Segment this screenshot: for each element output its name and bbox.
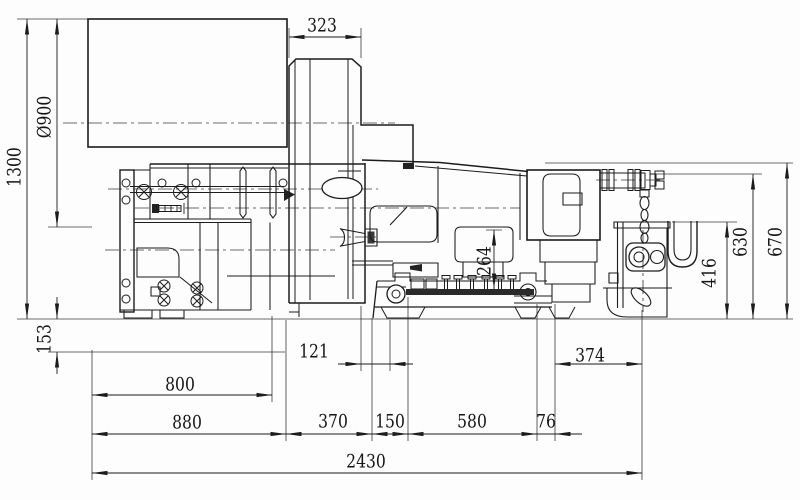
tailstock [514, 169, 601, 304]
dim-label-580: 580 [457, 410, 487, 433]
dim-label-670: 670 [764, 227, 787, 257]
lifting-hook [667, 221, 698, 268]
main-housing [87, 18, 288, 148]
headstock [119, 163, 365, 319]
dim-label-153: 153 [33, 324, 56, 354]
dim-label-121: 121 [299, 340, 329, 363]
dim-label-630: 630 [729, 227, 752, 257]
dim-label-264: 264 [473, 246, 496, 276]
dim-label-370: 370 [318, 410, 348, 433]
dim-label-880: 880 [172, 411, 202, 434]
bed-rails [372, 264, 576, 319]
machine [87, 18, 698, 319]
dim-label-900: Ø900 [33, 95, 56, 139]
dim-label-323: 323 [307, 14, 337, 37]
dimension-lines [24, 18, 790, 476]
dim-label-150: 150 [375, 410, 405, 433]
dim-label-800: 800 [165, 373, 195, 396]
beam-carriage [352, 159, 529, 278]
extension-lines [17, 18, 793, 480]
dim-label-374: 374 [575, 344, 605, 367]
centerlines [63, 122, 662, 312]
dim-label-76: 76 [536, 410, 556, 433]
chain-hoist [599, 169, 672, 318]
dim-label-2430: 2430 [346, 450, 386, 473]
dim-label-416: 416 [698, 258, 721, 288]
dim-label-1300: 1300 [3, 147, 26, 187]
